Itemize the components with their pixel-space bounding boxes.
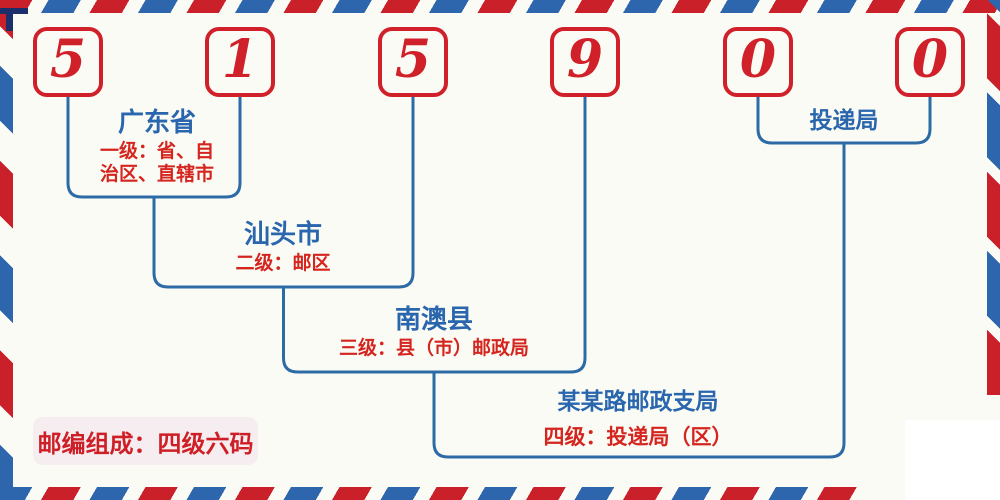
digit-value-5: 0 — [739, 29, 777, 90]
level3-desc: 三级：县（市）邮政局 — [338, 338, 530, 359]
airmail-stripe-border-right — [987, 0, 1000, 395]
composition-badge: 邮编组成：四级六码 — [33, 417, 258, 465]
airmail-stripe-border-bottom — [0, 487, 860, 500]
digit-box-3: 5 — [378, 27, 448, 97]
top-left-corner-accent — [0, 8, 28, 14]
top-left-corner-accent — [6, 8, 13, 31]
level2-desc: 二级：邮区 — [235, 253, 331, 274]
digit-value-6: 0 — [911, 29, 949, 90]
digit-box-5: 0 — [723, 27, 793, 97]
digit-value-4: 9 — [566, 29, 604, 90]
level4-name: 某某路邮政支局 — [557, 389, 719, 414]
bracket-delivery — [756, 97, 932, 145]
composition-badge-text: 邮编组成：四级六码 — [37, 431, 254, 458]
airmail-stripe-border-left — [0, 0, 13, 500]
digit-box-4: 9 — [550, 27, 620, 97]
digit-value-1: 5 — [49, 29, 87, 90]
bottom-right-white-corner — [905, 420, 1000, 500]
level3-name: 南澳县 — [394, 305, 474, 334]
level4-desc: 四级：投递局（区） — [543, 426, 733, 449]
annotation-level1-province: 广东省 一级：省、自 治区、直辖市 — [100, 108, 214, 186]
level1-name: 广东省 — [117, 108, 197, 137]
level1-desc: 一级：省、自 治区、直辖市 — [99, 141, 215, 185]
annotation-level3-county: 南澳县 三级：县（市）邮政局 — [339, 305, 529, 360]
annotation-level2-city: 汕头市 二级：邮区 — [235, 220, 330, 275]
digit-box-6: 0 — [895, 27, 965, 97]
bracket-level4 — [432, 143, 846, 459]
digit-box-1: 5 — [33, 27, 103, 97]
delivery-name: 投递局 — [809, 108, 879, 133]
digit-value-2: 1 — [221, 29, 259, 90]
digit-box-2: 1 — [205, 27, 275, 97]
annotation-delivery-office: 投递局 — [810, 106, 879, 136]
digit-value-3: 5 — [394, 29, 432, 90]
level2-name: 汕头市 — [243, 220, 323, 249]
airmail-stripe-border-top — [0, 0, 1000, 13]
annotation-level4-branch: 某某路邮政支局 四级：投递局（区） — [544, 387, 733, 449]
